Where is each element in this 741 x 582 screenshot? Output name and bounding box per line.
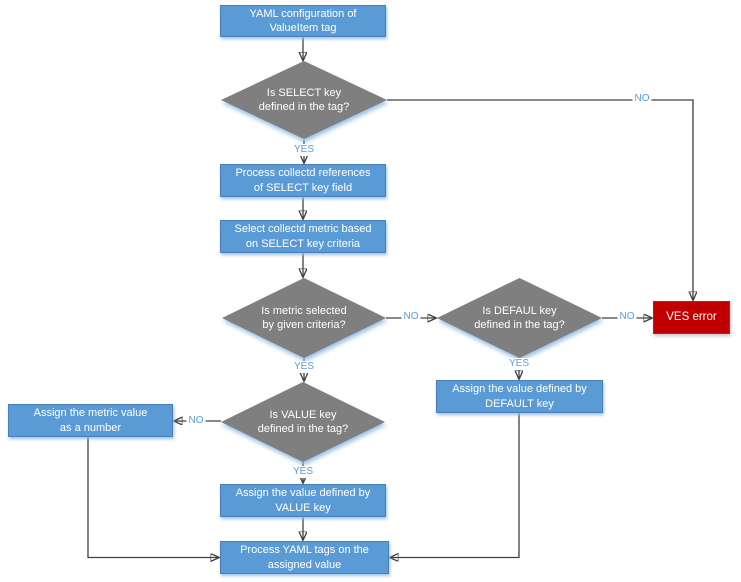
connector-number-to-process-tags [87,437,219,558]
edge-label-metric-no: NO [401,311,421,323]
edge-label-value-yes: YES [290,466,316,478]
node-start: YAML configuration of ValueItem tag [220,5,386,37]
node-ves-error: VES error [653,301,730,334]
decision-value-key-shape: Is VALUE key defined in the tag? [221,382,385,462]
decision-select-key-shape: Is SELECT key defined in the tag? [221,61,387,139]
process-collectd-references: Process collectd references of SELECT ke… [220,164,386,197]
edge-label-metric-yes: YES [291,361,317,373]
decision-value-key: Is VALUE key defined in the tag? [221,382,385,462]
process-assign-metric-number: Assign the metric value as a number [8,404,173,437]
decision-select-key: Is SELECT key defined in the tag? [221,61,387,139]
decision-metric-selected-shape: Is metric selected by given criteria? [222,278,386,358]
edge-label-select-yes: YES [291,144,317,156]
decision-metric-selected: Is metric selected by given criteria? [222,278,386,358]
process-assign-default: Assign the value defined by DEFAULT key [436,380,603,413]
process-select-metric: Select collectd metric based on SELECT k… [220,220,386,253]
edge-label-value-no: NO [186,415,206,427]
edge-label-select-no: NO [632,93,652,105]
decision-default-key-shape: Is DEFAUL key defined in the tag? [437,278,602,358]
decision-default-key: Is DEFAUL key defined in the tag? [437,278,602,358]
process-yaml-tags: Process YAML tags on the assigned value [220,541,389,574]
edge-label-default-no: NO [617,311,637,323]
edge-label-default-yes: YES [506,358,532,370]
connector-select-no-to-error [387,99,693,300]
process-assign-value: Assign the value defined by VALUE key [220,484,386,517]
connector-default-to-process-tags [390,413,520,558]
